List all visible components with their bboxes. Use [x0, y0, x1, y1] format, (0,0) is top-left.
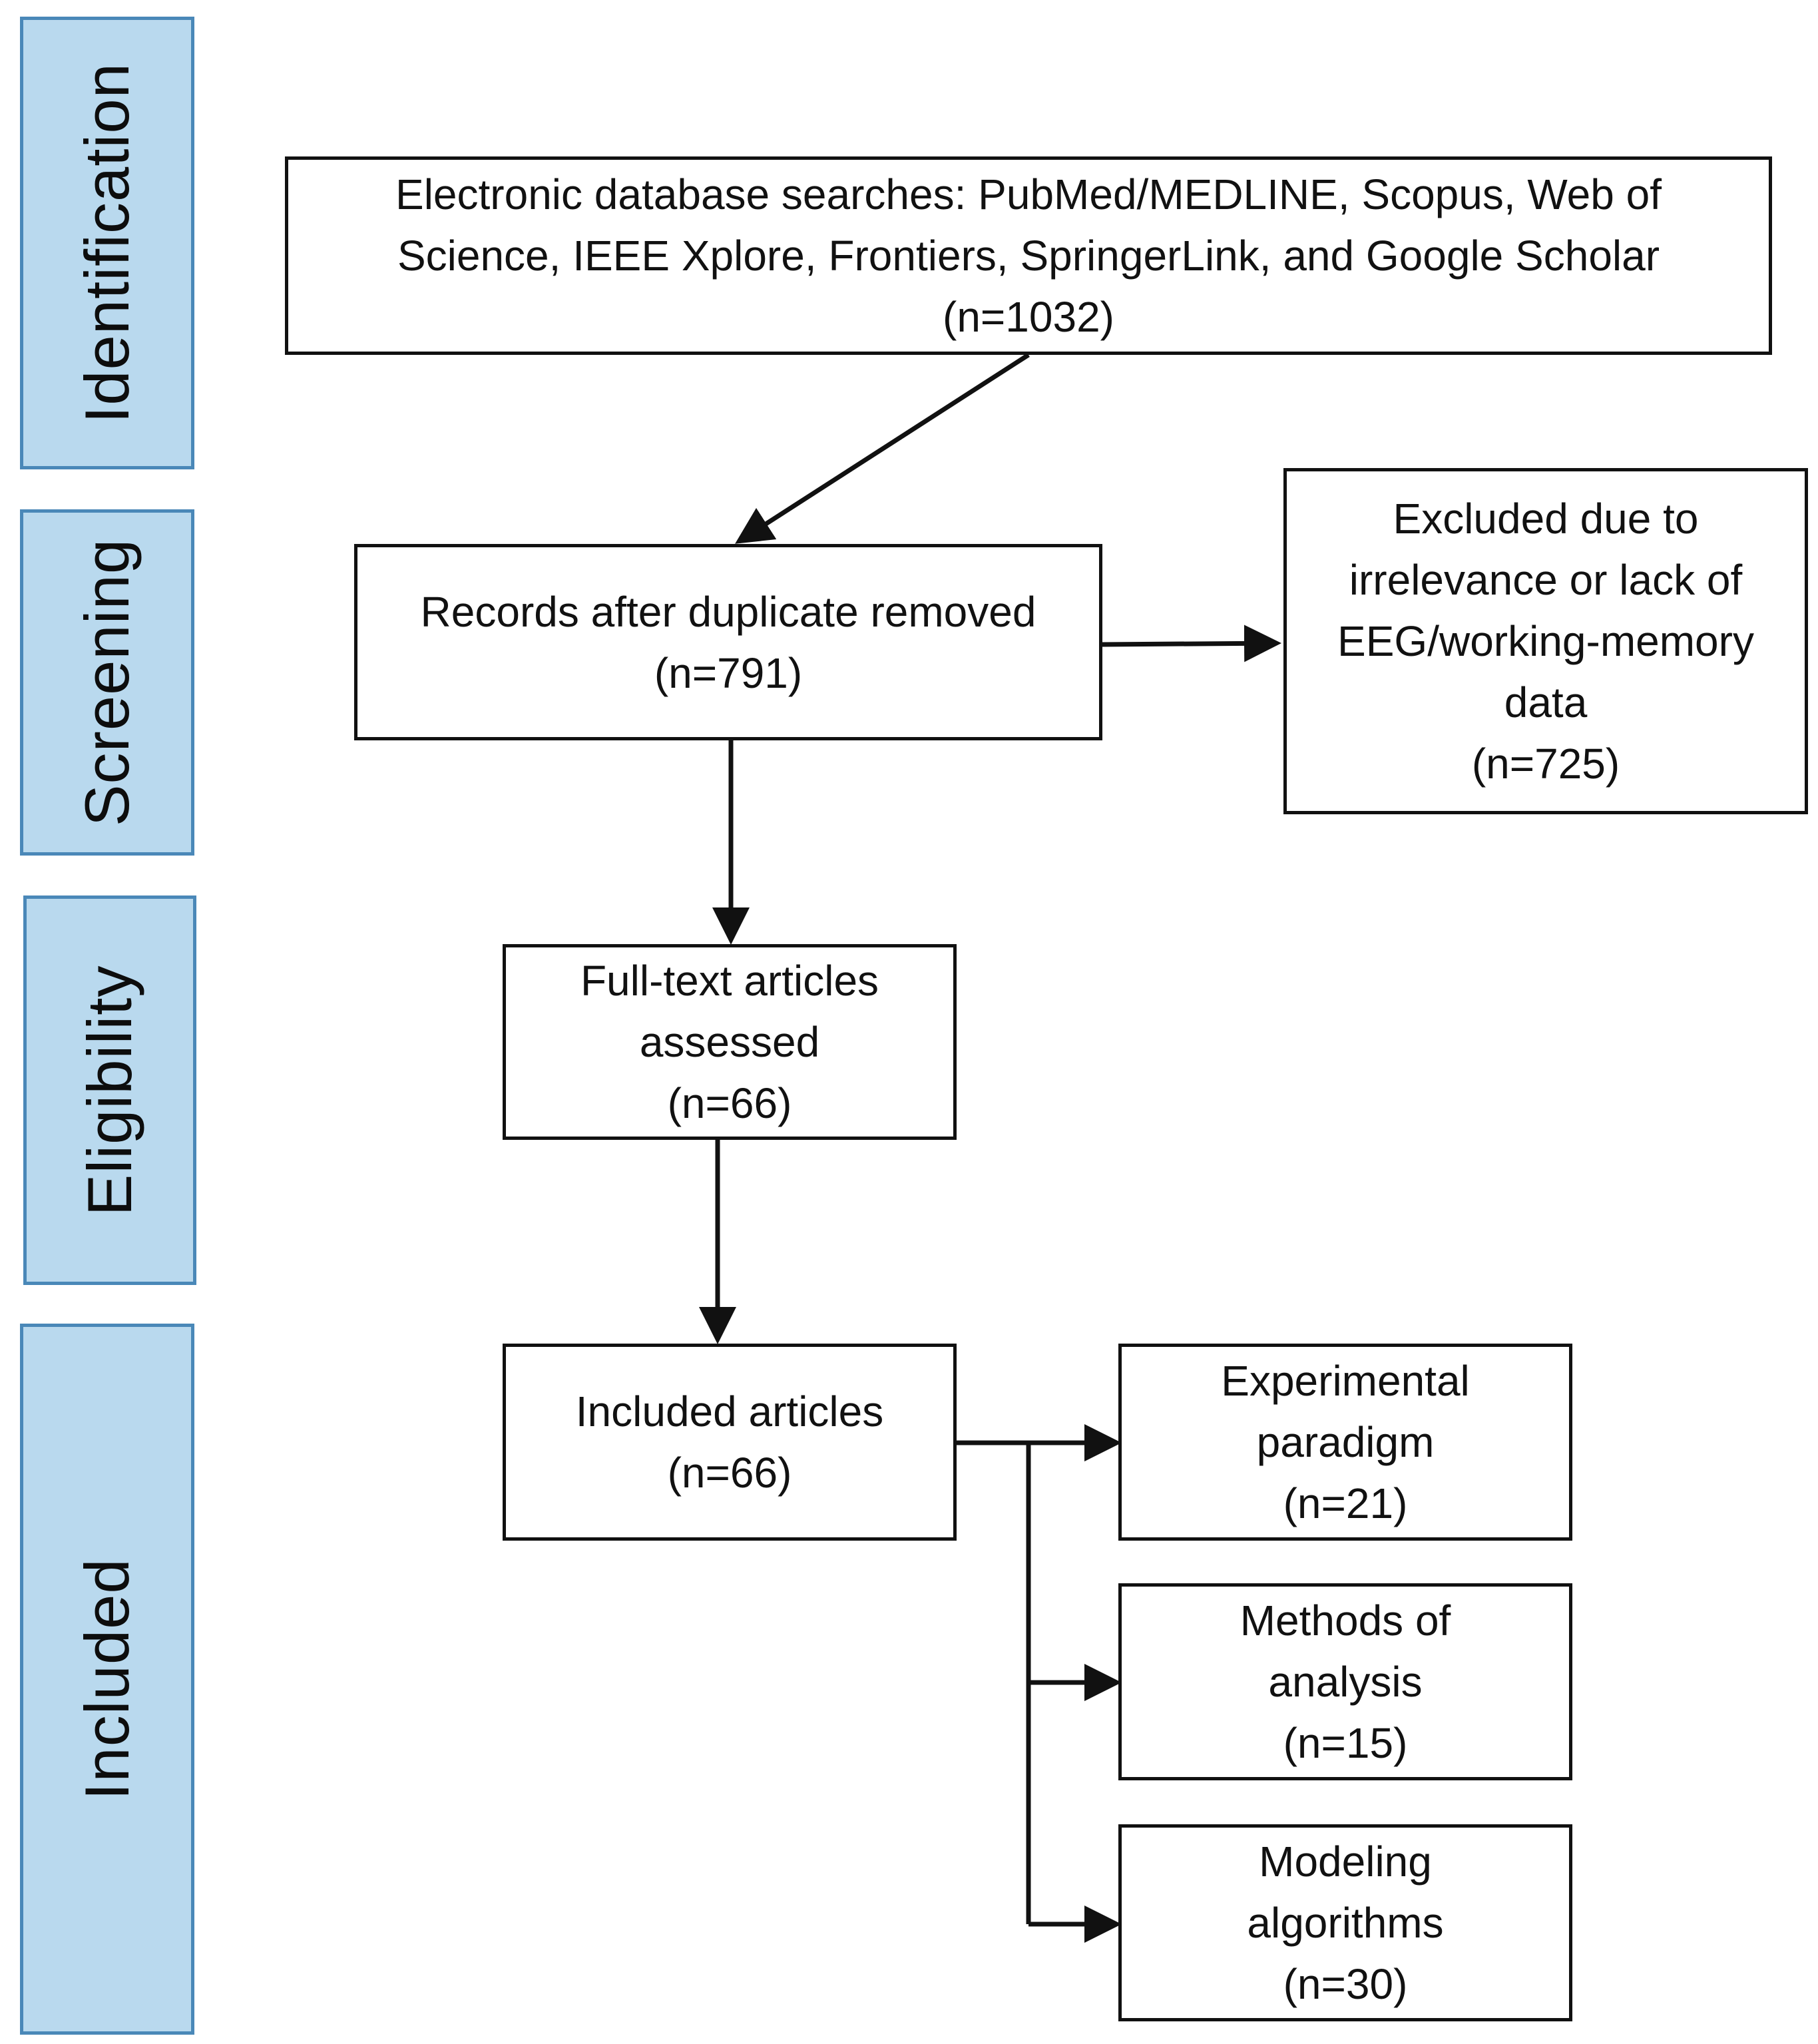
box-experimental-paradigm-line2: paradigm	[1256, 1418, 1435, 1466]
box-records-deduplicated-count: (n=791)	[654, 648, 803, 697]
box-fulltext-assessed-count: (n=66)	[667, 1079, 792, 1127]
box-modeling-algorithms-count: (n=30)	[1283, 1960, 1408, 2008]
box-excluded-count: (n=725)	[1471, 740, 1620, 788]
box-database-search-count: (n=1032)	[943, 293, 1114, 341]
box-modeling-algorithms-line1: Modeling	[1259, 1838, 1432, 1886]
box-fulltext-assessed-line1: Full-text articles	[580, 957, 879, 1005]
stage-screening-label: Screening	[72, 538, 142, 827]
stage-eligibility: Eligibility	[23, 895, 196, 1285]
box-records-deduplicated: Records after duplicate removed (n=791)	[354, 544, 1102, 740]
box-database-search-line2: Science, IEEE Xplore, Frontiers, Springe…	[397, 232, 1660, 280]
box-methods-of-analysis-line2: analysis	[1268, 1658, 1423, 1706]
box-excluded-line2: irrelevance or lack of	[1349, 556, 1743, 604]
box-records-deduplicated-line1: Records after duplicate removed	[420, 587, 1036, 636]
arrow-search-to-dedup	[735, 353, 1030, 544]
box-methods-of-analysis: Methods of analysis (n=15)	[1118, 1583, 1572, 1780]
box-included-articles: Included articles (n=66)	[503, 1344, 957, 1541]
stage-identification-label: Identification	[72, 63, 142, 423]
box-database-search: Electronic database searches: PubMed/MED…	[285, 156, 1772, 355]
box-database-search-line1: Electronic database searches: PubMed/MED…	[395, 170, 1662, 218]
stage-included: Included	[20, 1324, 194, 2035]
box-modeling-algorithms: Modeling algorithms (n=30)	[1118, 1824, 1572, 2021]
box-experimental-paradigm-count: (n=21)	[1283, 1479, 1408, 1527]
box-excluded-line4: data	[1504, 678, 1588, 726]
box-modeling-algorithms-line2: algorithms	[1247, 1899, 1444, 1947]
box-fulltext-assessed-line2: assessed	[639, 1018, 820, 1066]
box-experimental-paradigm: Experimental paradigm (n=21)	[1118, 1344, 1572, 1541]
box-fulltext-assessed: Full-text articles assessed (n=66)	[503, 944, 957, 1140]
box-included-articles-count: (n=66)	[667, 1449, 792, 1497]
box-experimental-paradigm-line1: Experimental	[1221, 1357, 1470, 1405]
stage-included-label: Included	[72, 1558, 142, 1800]
arrow-dedup-to-excluded	[1102, 625, 1281, 662]
box-excluded: Excluded due to irrelevance or lack of E…	[1283, 468, 1808, 814]
stage-screening: Screening	[20, 509, 194, 856]
box-excluded-line3: EEG/working-memory	[1337, 617, 1754, 665]
box-methods-of-analysis-count: (n=15)	[1283, 1719, 1408, 1767]
stage-eligibility-label: Eligibility	[75, 965, 144, 1216]
box-excluded-line1: Excluded due to	[1393, 495, 1699, 543]
stage-identification: Identification	[20, 17, 194, 469]
box-methods-of-analysis-line1: Methods of	[1240, 1597, 1451, 1645]
box-included-articles-line1: Included articles	[575, 1388, 884, 1435]
